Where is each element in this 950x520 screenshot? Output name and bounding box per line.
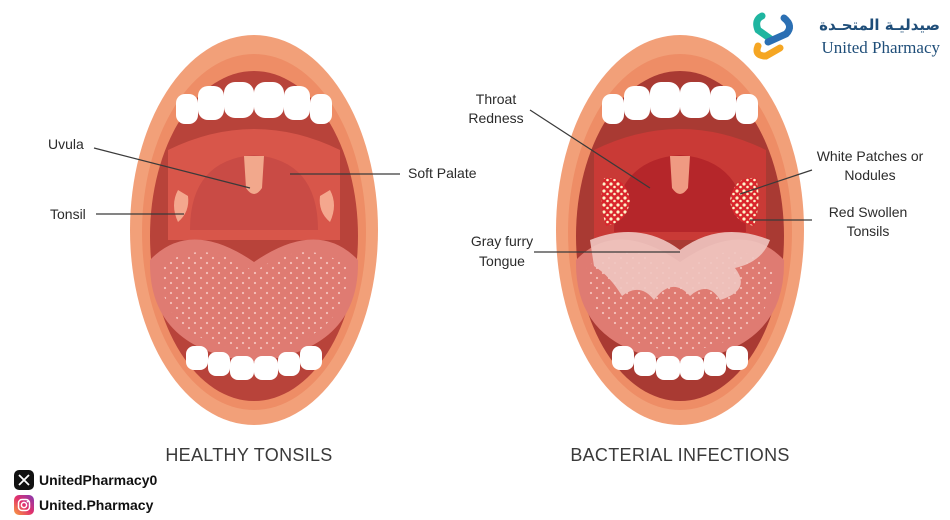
united-pharmacy-logo-icon <box>753 12 793 60</box>
x-icon <box>14 470 34 490</box>
leader-white-patches <box>739 169 813 195</box>
brand-english-name: United Pharmacy <box>821 38 941 57</box>
label-red-tonsils-line2: Tonsils <box>847 223 890 239</box>
instagram-handle: United.Pharmacy <box>39 497 154 513</box>
labels: Uvula Tonsil Soft Palate Throat Redness … <box>48 91 924 269</box>
label-throat-redness-line1: Throat <box>476 91 517 107</box>
label-soft-palate: Soft Palate <box>408 165 477 181</box>
label-gray-tongue-line2: Tongue <box>479 253 525 269</box>
infected-uvula <box>670 156 690 194</box>
healthy-upper-teeth <box>176 82 332 124</box>
infected-tongue-coating <box>590 232 770 300</box>
infected-upper-teeth <box>602 82 758 124</box>
brand-arabic-name: صيدليـة المتحـدة <box>819 16 940 34</box>
instagram-icon <box>14 495 34 515</box>
infected-mouth <box>556 35 804 425</box>
x-handle: UnitedPharmacy0 <box>39 472 158 488</box>
label-white-patches-line1: White Patches or <box>817 148 924 164</box>
infected-lower-teeth <box>612 346 748 380</box>
brand-header: صيدليـة المتحـدة United Pharmacy <box>750 12 940 62</box>
caption-bacterial-infections: BACTERIAL INFECTIONS <box>570 445 789 465</box>
x-social-link[interactable]: UnitedPharmacy0 <box>14 470 157 490</box>
instagram-social-link[interactable]: United.Pharmacy <box>14 495 153 515</box>
label-uvula: Uvula <box>48 136 84 152</box>
healthy-lower-teeth <box>186 346 322 380</box>
caption-healthy-tonsils: HEALTHY TONSILS <box>165 445 332 465</box>
label-white-patches-line2: Nodules <box>844 167 895 183</box>
label-tonsil: Tonsil <box>50 206 86 222</box>
healthy-uvula <box>244 156 264 194</box>
leader-throat-redness <box>529 109 651 189</box>
leader-lines <box>93 109 813 253</box>
label-gray-tongue-line1: Gray furry <box>471 233 533 249</box>
label-red-tonsils-line1: Red Swollen <box>829 204 908 220</box>
leader-uvula <box>93 147 251 189</box>
healthy-mouth <box>130 35 378 425</box>
healthy-right-tonsil <box>319 190 334 222</box>
infected-left-tonsil <box>601 177 630 226</box>
label-throat-redness-line2: Redness <box>468 110 523 126</box>
